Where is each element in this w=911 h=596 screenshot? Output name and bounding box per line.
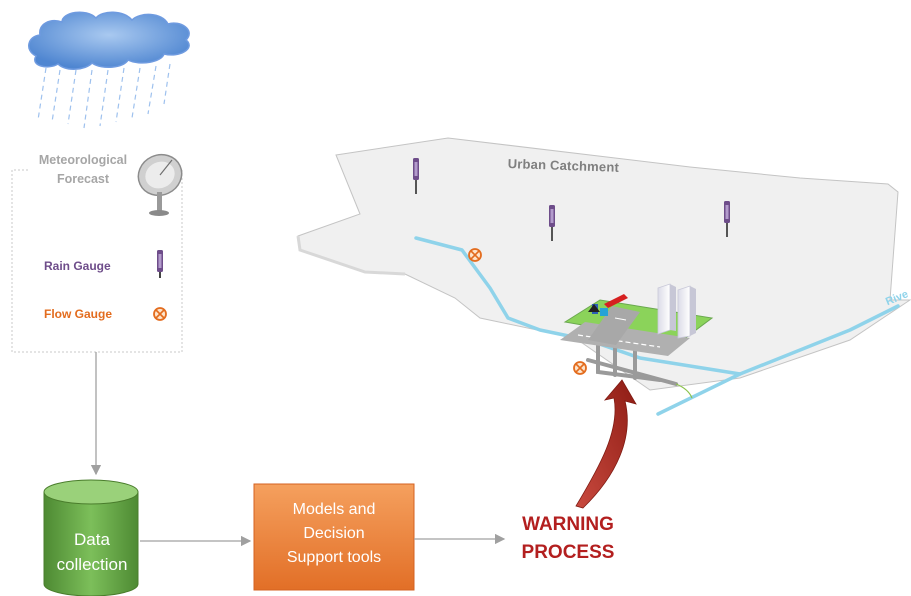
rain-gauge-icon <box>549 205 555 241</box>
outfall-arrow <box>675 383 693 399</box>
rain-gauge-label: Rain Gauge <box>44 259 111 273</box>
rain-gauge-icon <box>413 158 419 194</box>
urban-area <box>560 294 714 356</box>
flow-gauge-icon <box>573 361 587 375</box>
flow-gauge-icon <box>153 307 167 321</box>
rain-icon <box>37 63 171 129</box>
meteorological-forecast-label: Meteorological Forecast <box>38 153 128 186</box>
flow-gauge-icon <box>468 248 482 262</box>
warning-process-label: WARNING PROCESS <box>521 514 615 563</box>
data-collection-label: Data collection <box>56 530 128 574</box>
rain-gauge-icon <box>724 201 730 237</box>
rain-gauge-icon <box>157 250 163 278</box>
models-box <box>253 483 415 591</box>
satellite-dish-icon <box>137 153 183 216</box>
legend-frame <box>11 169 183 353</box>
data-collection-cylinder <box>43 479 139 596</box>
flow-gauge-label: Flow Gauge <box>44 307 113 321</box>
cloud-icon <box>28 11 190 70</box>
urban-catchment-area <box>297 137 911 391</box>
building-icon <box>657 283 696 339</box>
models-label: Models and Decision Support tools <box>286 501 382 566</box>
arrow-icon <box>575 379 637 509</box>
